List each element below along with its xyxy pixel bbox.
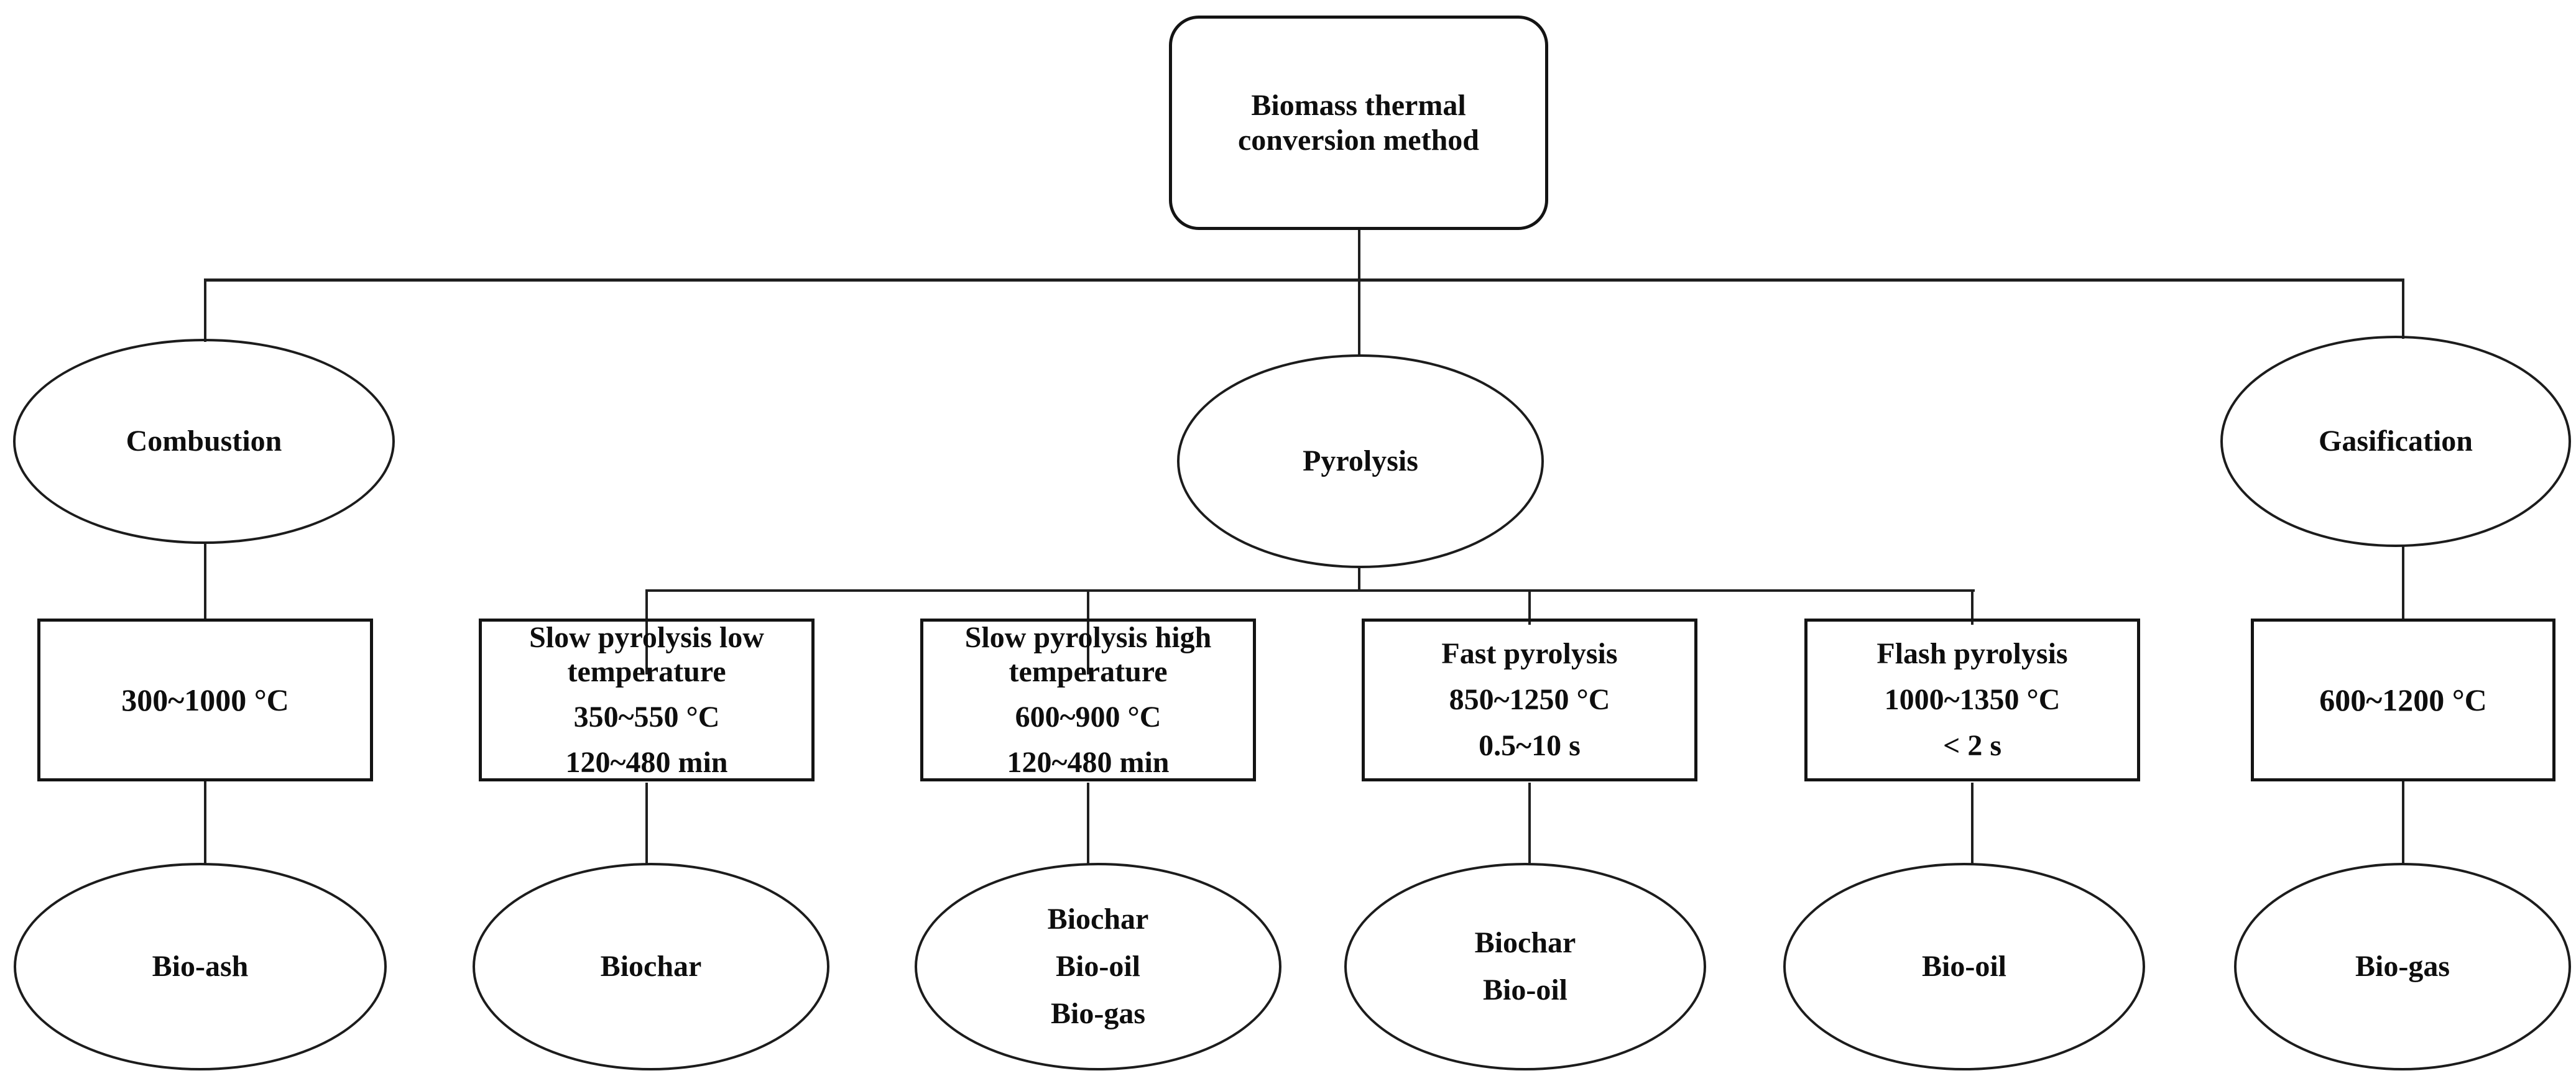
condition-fast-duration: 0.5~10 s (1479, 729, 1581, 762)
condition-fast-title: Fast pyrolysis (1441, 637, 1618, 670)
condition-box-gasification: 600~1200 °C (2251, 619, 2555, 781)
method-ellipse-pyrolysis: Pyrolysis (1177, 354, 1544, 568)
connector-branch-to-gasification (2402, 280, 2404, 339)
condition-fast-temperature: 850~1250 °C (1449, 683, 1610, 716)
connector-pyrolysis-branch-bar (645, 589, 1975, 592)
condition-slow-high-duration: 120~480 min (1007, 746, 1170, 779)
connector-combustion-to-condition (204, 542, 206, 620)
condition-slow-low-temperature: 350~550 °C (573, 701, 720, 734)
product-label-biochar: Biochar (600, 950, 702, 983)
product-ellipse-bio-gas: Bio-gas (2234, 863, 2571, 1070)
method-label-pyrolysis: Pyrolysis (1303, 444, 1418, 477)
connector-branch-to-slow-high (1087, 589, 1089, 674)
method-ellipse-gasification: Gasification (2220, 336, 2571, 547)
method-ellipse-combustion: Combustion (13, 339, 395, 544)
condition-slow-low-title-line1: Slow pyrolysis low (529, 621, 764, 654)
connector-branch-to-fast (1528, 589, 1531, 625)
condition-box-flash-pyrolysis: Flash pyrolysis 1000~1350 °C < 2 s (1804, 619, 2140, 781)
product-label-biochar-3: Biochar (1474, 926, 1576, 959)
product-label-bio-oil-3: Bio-oil (1482, 973, 1567, 1006)
connector-root-to-pyrolysis (1358, 229, 1360, 357)
condition-gasification-temperature: 600~1200 °C (2319, 683, 2487, 717)
product-label-bio-oil: Bio-oil (1921, 950, 2006, 983)
connector-main-branch-bar (204, 278, 2404, 282)
root-node-biomass-thermal-conversion: Biomass thermal conversion method (1169, 16, 1548, 230)
condition-combustion-temperature: 300~1000 °C (121, 683, 289, 717)
condition-slow-low-duration: 120~480 min (565, 746, 728, 779)
product-ellipse-biochar: Biochar (473, 863, 829, 1070)
condition-slow-high-title-line2: temperature (1009, 655, 1168, 688)
product-ellipse-bio-oil: Bio-oil (1783, 863, 2145, 1070)
connector-branch-to-slow-low (645, 589, 648, 674)
product-ellipse-biochar-bio-oil: Biochar Bio-oil (1344, 863, 1706, 1070)
connector-branch-to-combustion (204, 280, 206, 342)
product-label-bio-ash: Bio-ash (152, 950, 249, 983)
connector-gasification-to-condition (2402, 545, 2404, 620)
condition-slow-high-title-line1: Slow pyrolysis high (964, 621, 1212, 654)
connector-fast-to-product (1528, 783, 1531, 865)
condition-box-combustion: 300~1000 °C (37, 619, 373, 781)
connector-slow-low-to-product (645, 783, 648, 865)
condition-slow-high-temperature: 600~900 °C (1015, 701, 1161, 734)
condition-slow-low-title-line2: temperature (567, 655, 726, 688)
connector-slow-high-to-product (1087, 783, 1089, 863)
connector-flash-to-product (1971, 783, 1974, 865)
product-label-bio-oil-2: Bio-oil (1055, 950, 1140, 983)
product-label-biochar-2: Biochar (1047, 903, 1149, 936)
condition-box-fast-pyrolysis: Fast pyrolysis 850~1250 °C 0.5~10 s (1362, 619, 1697, 781)
root-node-label-line1: Biomass thermal (1251, 88, 1466, 122)
method-label-combustion: Combustion (126, 425, 282, 458)
product-label-bio-gas: Bio-gas (2355, 950, 2450, 983)
connector-pyrolysis-to-sub-branch (1358, 566, 1360, 592)
condition-flash-title: Flash pyrolysis (1877, 637, 2068, 670)
product-ellipse-biochar-bio-oil-bio-gas: Biochar Bio-oil Bio-gas (915, 863, 1281, 1070)
condition-box-slow-pyrolysis-low: Slow pyrolysis low temperature 350~550 °… (479, 619, 815, 781)
connector-combustion-to-product (204, 780, 206, 865)
connector-gasification-to-product (2402, 780, 2404, 865)
condition-flash-duration: < 2 s (1942, 729, 2002, 762)
condition-box-slow-pyrolysis-high: Slow pyrolysis high temperature 600~900 … (920, 619, 1256, 781)
condition-flash-temperature: 1000~1350 °C (1884, 683, 2061, 716)
method-label-gasification: Gasification (2319, 425, 2473, 458)
root-node-label-line2: conversion method (1238, 123, 1479, 157)
product-label-bio-gas-2: Bio-gas (1050, 997, 1145, 1030)
product-ellipse-bio-ash: Bio-ash (14, 863, 387, 1070)
connector-branch-to-flash (1971, 589, 1974, 625)
